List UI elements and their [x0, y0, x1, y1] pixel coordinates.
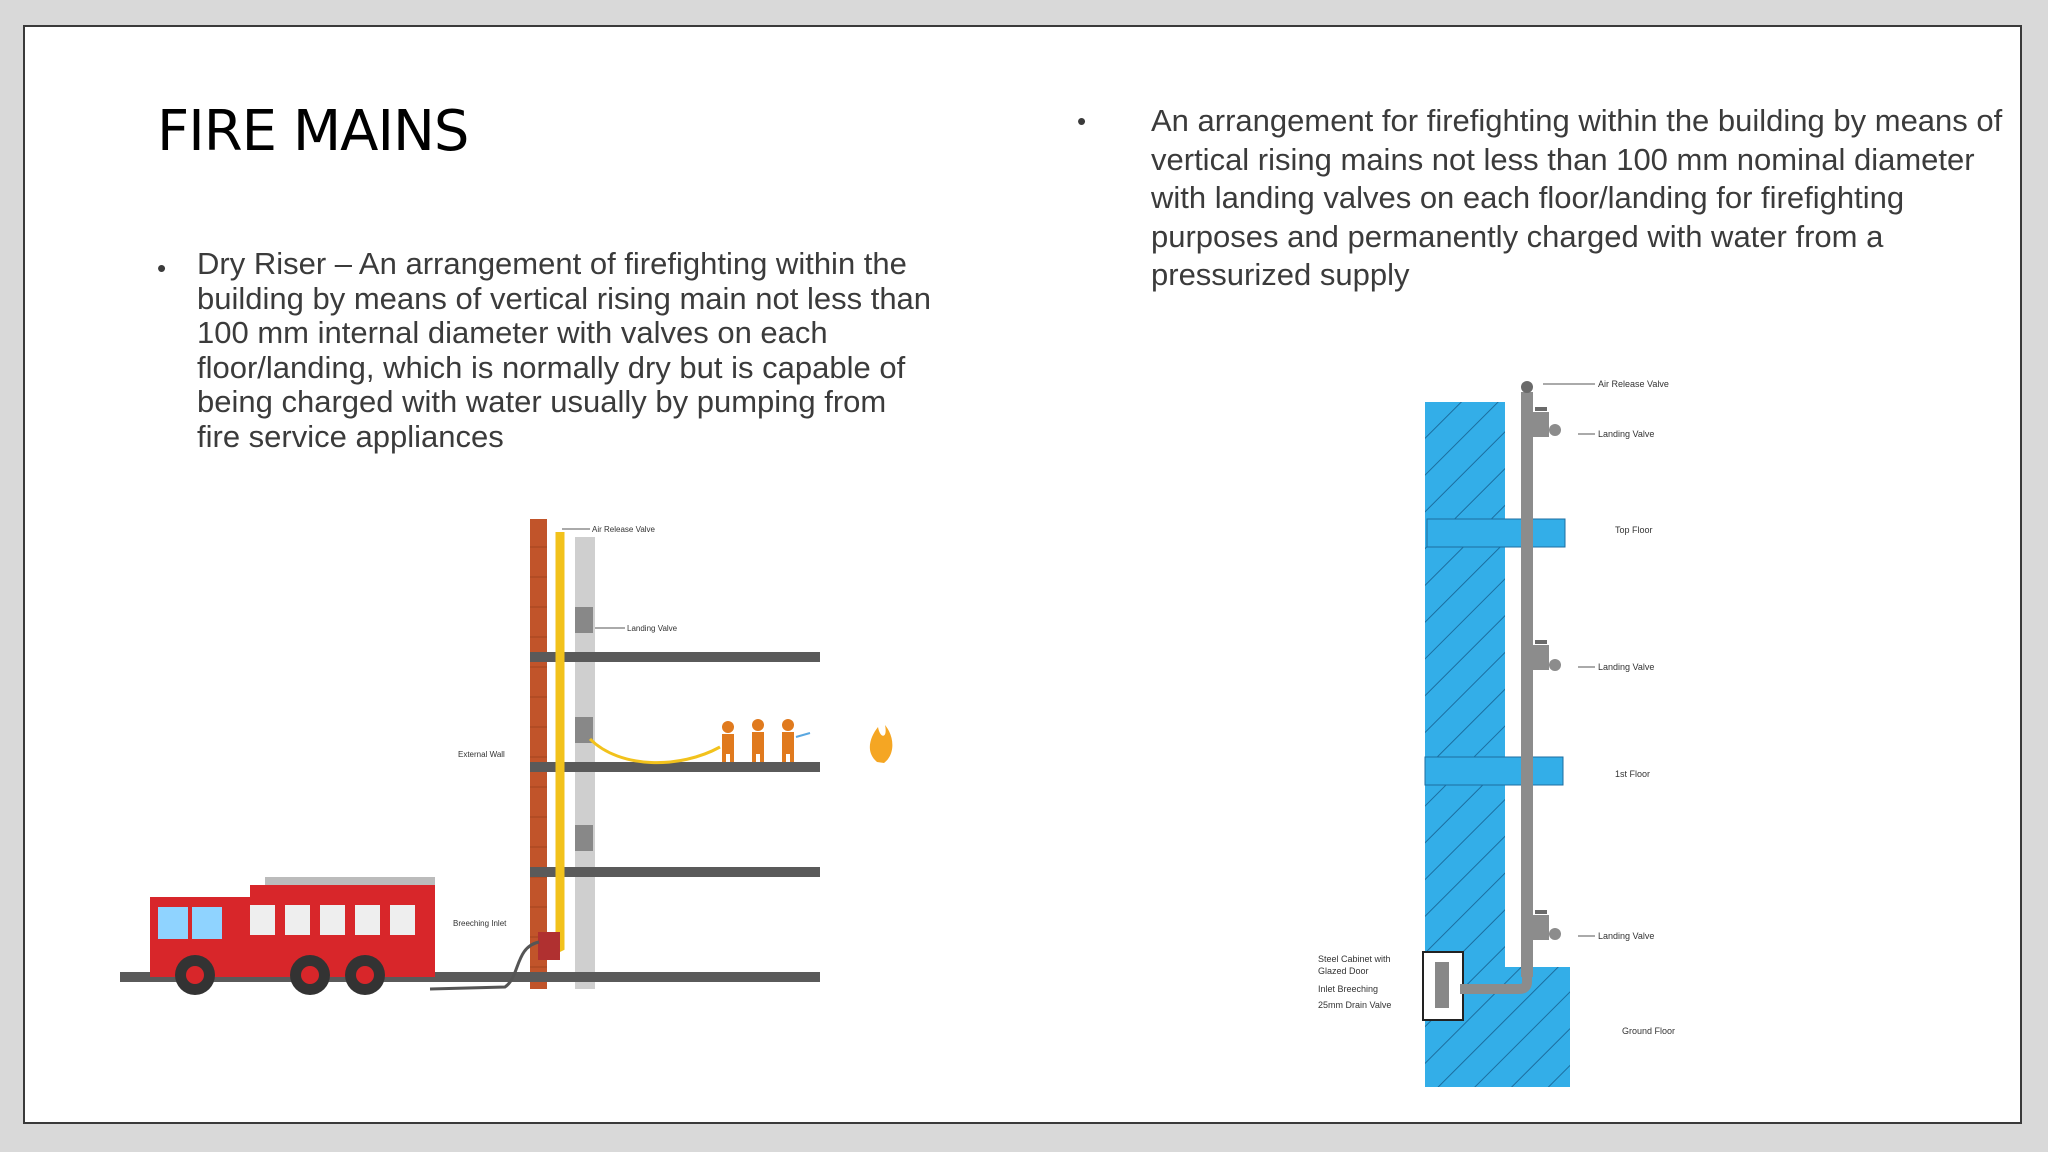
ground-slab [120, 972, 820, 982]
label-first-floor: 1st Floor [1615, 769, 1650, 779]
label-landing-valve: Landing Valve [627, 624, 678, 633]
floor-slab-lower [530, 867, 820, 877]
label-air-release-valve: Air Release Valve [592, 525, 656, 534]
external-wall [530, 519, 547, 989]
bullet-dot: • [1077, 106, 1087, 136]
landing-valve-icon [575, 717, 593, 743]
inlet-breeching-icon [1435, 962, 1449, 1008]
label-air-release-valve: Air Release Valve [1598, 379, 1669, 389]
slide: FIRE MAINS • Dry Riser – An arrangement … [23, 25, 2022, 1124]
label-steel-cabinet: Steel Cabinet with [1318, 954, 1391, 964]
bullet-dot: • [157, 253, 167, 283]
landing-valve-icon [1533, 640, 1561, 671]
breeching-inlet-icon [538, 932, 560, 960]
label-ground-floor: Ground Floor [1622, 1026, 1675, 1036]
wet-riser-illustration: Air Release Valve Landing Valve Top Floo… [1318, 379, 1675, 1087]
label-external-wall: External Wall [458, 750, 505, 759]
label-landing-valve-low: Landing Valve [1598, 931, 1654, 941]
dry-riser-pipe [547, 532, 565, 957]
dry-riser-illustration: Air Release Valve Landing Valve External… [120, 519, 893, 995]
landing-valve-icon [575, 825, 593, 851]
supply-hose [429, 940, 540, 991]
dry-riser-text: Dry Riser – An arrangement of firefighti… [197, 246, 932, 454]
label-glazed-door: Glazed Door [1318, 966, 1369, 976]
firefighters-icon [722, 719, 794, 762]
dry-riser-bullet: • Dry Riser – An arrangement of firefigh… [157, 246, 937, 454]
water-spray-icon [795, 732, 811, 738]
fire-hose [588, 737, 721, 765]
label-landing-valve-mid: Landing Valve [1598, 662, 1654, 672]
label-inlet-breeching: Inlet Breeching [1318, 984, 1378, 994]
label-landing-valve-top: Landing Valve [1598, 429, 1654, 439]
label-breeching-inlet: Breeching Inlet [453, 919, 507, 928]
label-top-floor: Top Floor [1615, 525, 1653, 535]
floor-slab-upper [530, 652, 820, 662]
first-floor-slab [1424, 756, 1564, 786]
air-release-valve-icon [1521, 381, 1533, 393]
fire-icon [869, 725, 893, 763]
slide-title: FIRE MAINS [157, 99, 469, 164]
wet-riser-text: An arrangement for firefighting within t… [1151, 103, 2003, 292]
landing-valve-icon [1533, 407, 1561, 437]
landing-valve-icon [575, 607, 593, 633]
top-floor-slab [1426, 518, 1566, 548]
wet-riser-pipe [1521, 392, 1533, 977]
floor-slab-middle [530, 762, 820, 772]
label-drain-valve: 25mm Drain Valve [1318, 1000, 1391, 1010]
wet-riser-bullet: • An arrangement for firefighting within… [1077, 102, 2007, 295]
fire-truck-icon [150, 877, 435, 995]
landing-valve-icon [1533, 910, 1561, 940]
